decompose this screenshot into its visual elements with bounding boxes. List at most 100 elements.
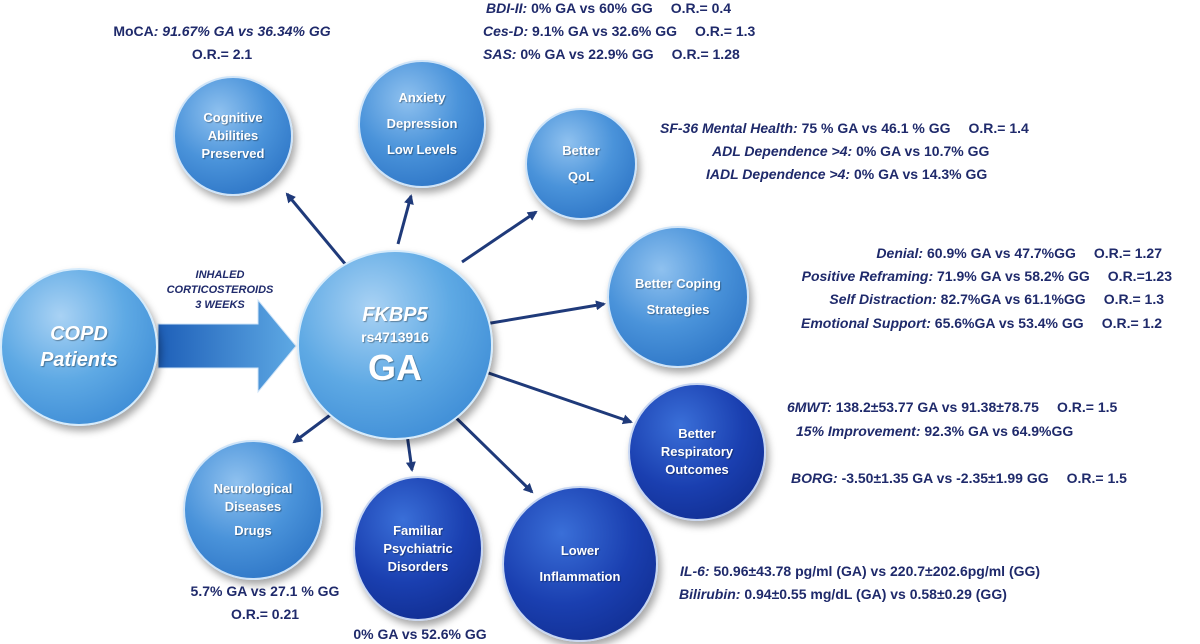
- note-adl: ADL Dependence >4: 0% GA vs 10.7% GG: [712, 140, 989, 163]
- arrow-to-inflammation: [444, 406, 534, 494]
- note-name: Positive Reframing:: [801, 268, 934, 284]
- note-name: BORG:: [791, 470, 838, 486]
- note-name: IL-6:: [680, 563, 710, 579]
- note-text: : 91.67% GA vs 36.34% GG: [153, 23, 331, 39]
- note-text: 65.6%GA vs 53.4% GG: [934, 315, 1084, 331]
- node-text: Better Coping: [635, 276, 721, 291]
- node-text: Outcomes: [665, 462, 729, 477]
- node-text: Depression: [386, 116, 458, 131]
- node-text: Cognitive: [203, 110, 263, 125]
- patients-label: Patients: [40, 349, 118, 371]
- note-text: 9.1% GA vs 32.6% GG: [532, 23, 678, 39]
- node-text: QoL: [568, 169, 594, 184]
- note-name: BDI-II:: [486, 0, 528, 16]
- note-text: 0% GA vs 10.7% GG: [856, 143, 990, 159]
- note-or: O.R.= 1.3: [695, 23, 756, 39]
- node-text: Low Levels: [386, 142, 458, 157]
- node-text: Disorders: [387, 558, 449, 574]
- note-name: Bilirubin:: [679, 586, 741, 602]
- arrow-to-qol: [461, 210, 538, 264]
- treatment-line3: 3 WEEKS: [195, 299, 245, 311]
- note-text: 75 % GA vs 46.1 % GG: [801, 120, 951, 136]
- node-inflammation: Lower Inflammation: [502, 486, 658, 642]
- note-text: 60.9% GA vs 47.7%GG: [927, 245, 1076, 261]
- note-text: 0% GA vs 52.6% GG: [353, 626, 487, 642]
- note-borg: BORG: -3.50±1.35 GA vs -2.35±1.99 GG O.R.…: [791, 467, 1127, 490]
- node-text: Anxiety: [398, 90, 446, 105]
- note-name: IADL Dependence >4:: [706, 166, 851, 182]
- note-reframing: Positive Reframing: 71.9% GA vs 58.2% GG…: [802, 265, 1172, 288]
- node-text: Psychiatric: [383, 540, 453, 556]
- note-iadl: IADL Dependence >4: 0% GA vs 14.3% GG: [706, 163, 987, 186]
- node-text: Better: [678, 426, 716, 441]
- node-text: Lower: [560, 543, 600, 558]
- node-text: Respiratory: [660, 444, 734, 459]
- node-text: Familiar: [393, 522, 443, 538]
- note-or: O.R.= 1.2: [1101, 315, 1162, 331]
- arrow-to-anxiety: [396, 194, 414, 245]
- note-name: 6MWT:: [787, 399, 832, 415]
- note-name: Self Distraction:: [829, 291, 937, 307]
- note-name: SAS:: [483, 46, 517, 62]
- note-text: 0% GA vs 60% GG: [531, 0, 653, 16]
- note-or: O.R.= 1.3: [1103, 291, 1164, 307]
- note-or: O.R.= 1.5: [1056, 399, 1118, 415]
- note-name: SF-36 Mental Health:: [660, 120, 798, 136]
- node-text: Better: [562, 143, 600, 158]
- note-support: Emotional Support: 65.6%GA vs 53.4% GG O.…: [801, 312, 1162, 335]
- gene-label: FKBP5: [362, 303, 428, 326]
- note-bilirubin: Bilirubin: 0.94±0.55 mg/dL (GA) vs 0.58±…: [679, 583, 1007, 606]
- node-text: Drugs: [234, 523, 272, 538]
- node-text: Abilities: [207, 128, 259, 143]
- node-text: Strategies: [646, 302, 710, 317]
- center-genotype-circle: FKBP5 rs4713916 GA: [297, 250, 493, 440]
- note-psych: 0% GA vs 52.6% GG: [320, 623, 520, 644]
- note-text: 50.96±43.78 pg/ml (GA) vs 220.7±202.6pg/…: [713, 563, 1041, 579]
- note-name: 15% Improvement:: [796, 423, 921, 439]
- note-or: O.R.= 0.21: [230, 606, 300, 622]
- treatment-line2: CORTICOSTEROIDS: [166, 284, 274, 296]
- snp-label: rs4713916: [361, 328, 429, 345]
- arrow-to-cognitive: [285, 192, 348, 266]
- note-il6: IL-6: 50.96±43.78 pg/ml (GA) vs 220.7±20…: [680, 560, 1040, 583]
- node-text: Diseases: [224, 499, 282, 514]
- node-respiratory: Better Respiratory Outcomes: [628, 383, 766, 521]
- note-or: O.R.= 0.4: [670, 0, 732, 16]
- copd-patients-circle: COPD Patients: [0, 268, 158, 426]
- node-text: Inflammation: [539, 569, 621, 584]
- arrow-to-coping: [484, 300, 606, 326]
- node-anxiety: Anxiety Depression Low Levels: [358, 60, 486, 188]
- note-neuro: 5.7% GA vs 27.1 % GG O.R.= 0.21: [140, 580, 390, 626]
- treatment-label: INHALED CORTICOSTEROIDS 3 WEEKS: [150, 268, 290, 313]
- note-sas: SAS: 0% GA vs 22.9% GG O.R.= 1.28: [483, 43, 740, 66]
- treatment-line1: INHALED: [195, 269, 245, 281]
- node-text: Neurological: [213, 481, 293, 496]
- note-text: 0% GA vs 22.9% GG: [520, 46, 654, 62]
- note-text: 92.3% GA vs 64.9%GG: [924, 423, 1074, 439]
- note-moca: MoCA: 91.67% GA vs 36.34% GG O.R.= 2.1: [72, 20, 372, 66]
- node-qol: Better QoL: [525, 108, 637, 220]
- note-or: O.R.=1.23: [1107, 268, 1172, 284]
- note-sf36: SF-36 Mental Health: 75 % GA vs 46.1 % G…: [660, 117, 1029, 140]
- note-bdi: BDI-II: 0% GA vs 60% GG O.R.= 0.4: [486, 0, 731, 20]
- treatment-arrow: [157, 298, 297, 394]
- note-text: 71.9% GA vs 58.2% GG: [937, 268, 1090, 284]
- note-or: O.R.= 1.28: [671, 46, 740, 62]
- node-coping: Better Coping Strategies: [607, 226, 749, 368]
- note-or: O.R.= 1.5: [1066, 470, 1127, 486]
- arrow-to-respiratory: [473, 366, 633, 425]
- copd-label: COPD: [50, 323, 108, 345]
- note-text: -3.50±1.35 GA vs -2.35±1.99 GG: [841, 470, 1049, 486]
- note-or: O.R.= 2.1: [191, 46, 253, 62]
- note-or: O.R.= 1.4: [968, 120, 1029, 136]
- node-text: Preserved: [201, 146, 265, 161]
- note-improvement: 15% Improvement: 92.3% GA vs 64.9%GG: [796, 420, 1073, 443]
- note-name: Emotional Support:: [801, 315, 931, 331]
- note-text: 0% GA vs 14.3% GG: [853, 166, 988, 182]
